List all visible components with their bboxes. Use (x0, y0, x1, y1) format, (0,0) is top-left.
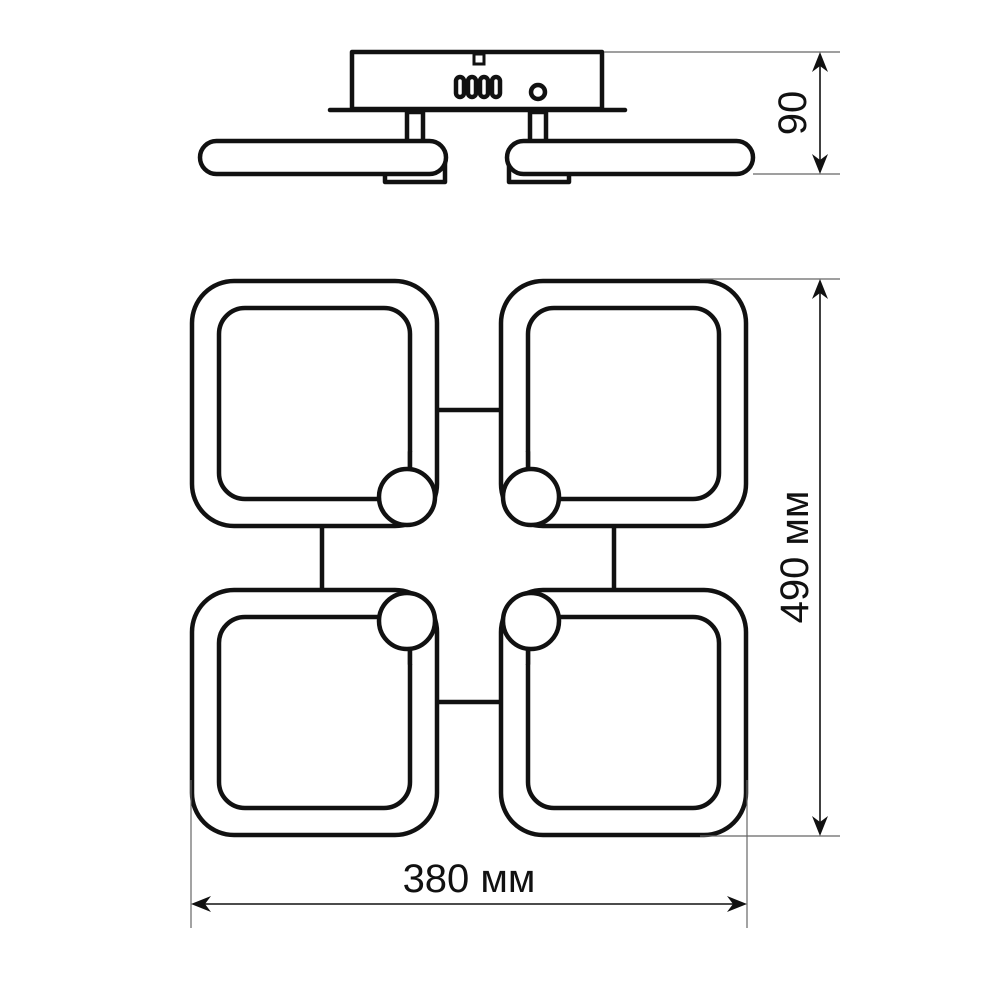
terminal-icon (472, 52, 486, 66)
ring-bottom-right (498, 587, 749, 838)
ground-screw (528, 82, 548, 102)
height-top-label: 490 мм (773, 491, 817, 624)
right-arm (504, 138, 756, 177)
width-dimension-arrow (191, 896, 747, 912)
height-dimension-arrow (812, 52, 828, 174)
knob-bottom-left (376, 590, 438, 652)
height-side-label: 90 (771, 91, 815, 136)
knob-top-right (500, 466, 562, 528)
left-arm (197, 138, 449, 177)
base-plate (319, 407, 617, 705)
ring-bottom-left (189, 587, 440, 838)
side-view: 90 (197, 49, 840, 185)
top-view: 490 мм 380 мм (189, 278, 840, 928)
knob-top-left (376, 466, 438, 528)
knob-bottom-right (500, 590, 562, 652)
width-label: 380 мм (403, 857, 536, 901)
ring-top-right (498, 278, 749, 529)
terminal-block (453, 74, 503, 100)
ring-top-left (189, 278, 440, 529)
top-height-dimension-arrow (812, 279, 828, 836)
